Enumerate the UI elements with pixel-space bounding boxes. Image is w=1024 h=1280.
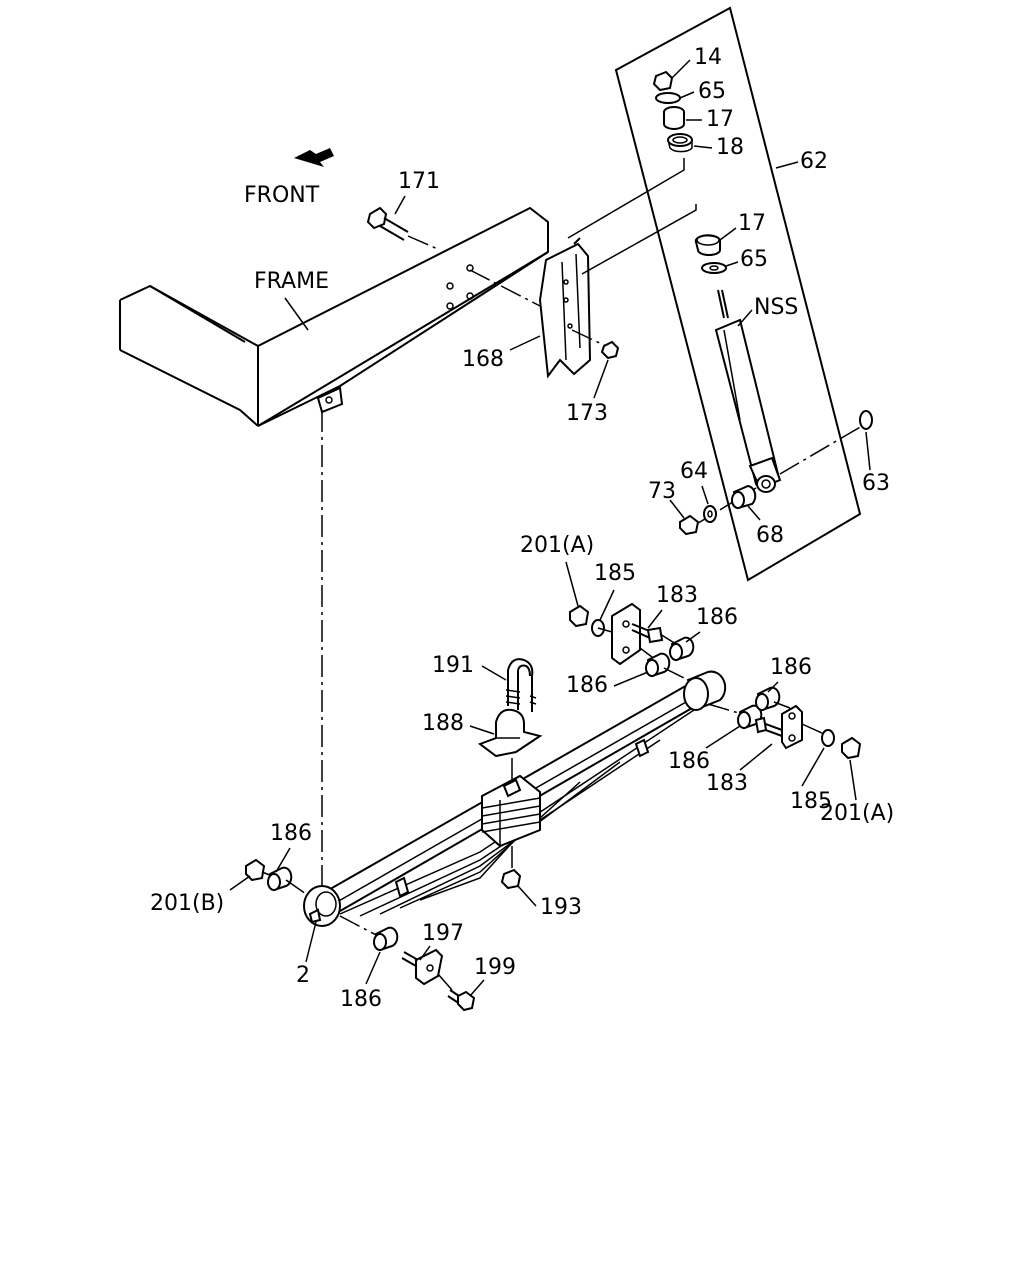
leaf-spring-2 [303, 670, 727, 927]
label-17-top: 17 [706, 107, 734, 132]
label-65-top: 65 [698, 79, 726, 104]
label-17-lower: 17 [738, 211, 766, 236]
nut-201a-top [569, 604, 590, 628]
label-197: 197 [422, 921, 464, 946]
nut-201b [245, 858, 266, 882]
label-73: 73 [648, 479, 676, 504]
washer-65-lower [701, 262, 727, 274]
frame-label: FRAME [254, 269, 329, 294]
shackle-183-top [611, 602, 664, 666]
nut-14 [652, 70, 674, 92]
nut-173 [600, 340, 620, 360]
frame-rail [119, 206, 549, 427]
bolt-199 [447, 989, 476, 1012]
label-68: 68 [756, 523, 784, 548]
label-185-right: 185 [790, 789, 832, 814]
bolt-171 [366, 206, 409, 241]
bushing-186-right-b [755, 686, 781, 712]
label-183-top: 183 [656, 583, 698, 608]
pad-188 [477, 708, 543, 758]
label-183-right: 183 [706, 771, 748, 796]
washer-65-top [655, 92, 681, 104]
bushing-68 [731, 484, 757, 510]
label-168: 168 [462, 347, 504, 372]
washer-185-right [821, 729, 835, 747]
front-arrow-icon [294, 148, 334, 167]
nut-73 [679, 514, 700, 536]
label-186-top-left: 186 [566, 673, 608, 698]
nut-201a-right [841, 736, 862, 760]
label-63: 63 [862, 471, 890, 496]
label-186-right-b: 186 [770, 655, 812, 680]
label-199: 199 [474, 955, 516, 980]
label-186-right-a: 186 [668, 749, 710, 774]
nut-193 [500, 868, 522, 890]
label-201a-right: 201(A) [820, 801, 894, 826]
label-18: 18 [716, 135, 744, 160]
label-186-top-right: 186 [696, 605, 738, 630]
front-label: FRONT [244, 183, 320, 208]
label-171: 171 [398, 169, 440, 194]
label-64: 64 [680, 459, 708, 484]
label-185-top: 185 [594, 561, 636, 586]
label-2: 2 [296, 963, 310, 988]
bushing-17-lower [694, 234, 721, 256]
label-191: 191 [432, 653, 474, 678]
washer-64 [703, 505, 717, 523]
label-62: 62 [800, 149, 828, 174]
u-bolt-191 [505, 658, 537, 712]
label-173: 173 [566, 401, 608, 426]
washer-63 [859, 410, 873, 430]
bushing-186-bottom [373, 926, 399, 952]
bushing-186-top-right [669, 636, 695, 662]
bracket-197 [401, 948, 444, 986]
retainer-18 [667, 133, 693, 153]
label-14: 14 [694, 45, 722, 70]
label-201a-top: 201(A) [520, 533, 594, 558]
label-65-lower: 65 [740, 247, 768, 272]
label-186-bottom: 186 [340, 987, 382, 1012]
label-188: 188 [422, 711, 464, 736]
label-201b: 201(B) [150, 891, 224, 916]
label-nss: NSS [754, 295, 798, 320]
label-186-left-top: 186 [270, 821, 312, 846]
shock-absorber [714, 289, 782, 493]
bushing-186-top-left [645, 652, 671, 678]
label-193: 193 [540, 895, 582, 920]
shackle-183-right [754, 704, 803, 750]
bushing-186-left-top [267, 866, 293, 892]
bracket-168 [538, 237, 592, 379]
bushing-17-top [663, 106, 685, 130]
